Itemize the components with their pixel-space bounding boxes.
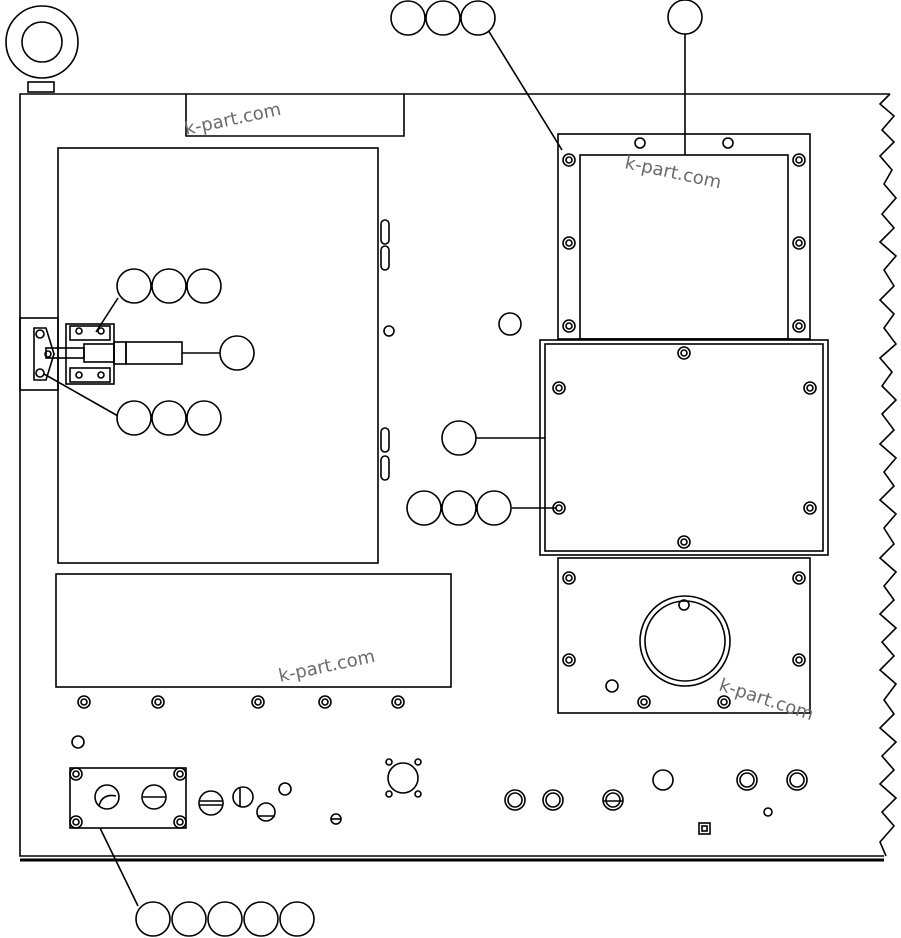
bolt	[173, 815, 187, 829]
watermark-1: k-part.com	[183, 99, 283, 140]
bolt	[803, 381, 817, 395]
bolt	[318, 695, 332, 709]
door	[19, 147, 395, 564]
center-right-cover	[539, 339, 829, 556]
bolt	[637, 695, 651, 709]
callout-balloon-center-cover-bolts	[441, 490, 477, 526]
bolt	[717, 695, 731, 709]
lower-right-plate	[557, 557, 811, 714]
callout-balloon-center-cover-bolts	[406, 490, 442, 526]
bolt	[391, 695, 405, 709]
callout-balloon-door-left-lower	[116, 400, 152, 436]
bolt	[795, 239, 803, 247]
bolt	[803, 501, 817, 515]
bolt	[555, 504, 563, 512]
lower-left-panel	[55, 573, 452, 688]
bolts	[69, 153, 817, 829]
bolt	[792, 153, 806, 167]
callout-balloon-center-cover-bolts	[476, 490, 512, 526]
bolt	[792, 236, 806, 250]
bolt	[80, 698, 88, 706]
upper-right-cover	[557, 133, 811, 340]
bolt	[680, 538, 688, 546]
bolt	[795, 656, 803, 664]
bolt	[562, 236, 576, 250]
bolt	[795, 322, 803, 330]
bolt	[72, 770, 80, 778]
connector-plate	[69, 767, 187, 829]
callout-balloon-bottom-plate	[279, 901, 315, 937]
leader-lines	[43, 29, 686, 907]
bolt	[565, 656, 573, 664]
bolt	[77, 695, 91, 709]
bolt	[677, 535, 691, 549]
main-panel	[19, 93, 898, 862]
bolt	[795, 156, 803, 164]
callout-balloon-top-cover	[667, 0, 703, 35]
bolt	[640, 698, 648, 706]
watermark-3: k-part.com	[277, 646, 377, 687]
bolt	[792, 653, 806, 667]
bolt	[562, 571, 576, 585]
bolt	[562, 153, 576, 167]
callout-balloon-bottom-plate	[135, 901, 171, 937]
bolt	[251, 695, 265, 709]
callout-balloon-top-cover-bolts	[460, 0, 496, 36]
bolt	[562, 653, 576, 667]
bolt	[565, 239, 573, 247]
bolt	[321, 698, 329, 706]
bolt	[154, 698, 162, 706]
callout-balloon-door-left-upper	[186, 268, 222, 304]
cable-glands	[71, 312, 808, 835]
top-strip	[185, 94, 405, 137]
callout-balloon-door-left-lower	[186, 400, 222, 436]
bolt	[555, 384, 563, 392]
callout-balloon-door-latch	[219, 335, 255, 371]
callout-balloon-center-cover	[441, 420, 477, 456]
bolt	[792, 571, 806, 585]
watermark-4: k-part.com	[716, 675, 816, 725]
bolt	[720, 698, 728, 706]
callout-balloon-bottom-plate	[243, 901, 279, 937]
break-line	[878, 93, 898, 857]
bolt	[69, 815, 83, 829]
callout-balloon-door-left-upper	[116, 268, 152, 304]
callout-balloon-bottom-plate	[207, 901, 243, 937]
bolt	[254, 698, 262, 706]
door-latch	[33, 323, 183, 385]
bolt	[72, 818, 80, 826]
bolt	[176, 770, 184, 778]
bolt	[680, 349, 688, 357]
callout-balloons	[116, 0, 703, 937]
bolt	[565, 322, 573, 330]
bolt	[565, 156, 573, 164]
bolt	[151, 695, 165, 709]
bolt	[562, 319, 576, 333]
bolt	[806, 504, 814, 512]
watermark-2: k-part.com	[623, 152, 723, 193]
bolt	[394, 698, 402, 706]
callout-balloon-top-cover-bolts	[425, 0, 461, 36]
bolt	[173, 767, 187, 781]
callout-balloon-door-left-upper	[151, 268, 187, 304]
bolt	[565, 574, 573, 582]
callout-balloon-top-cover-bolts	[390, 0, 426, 36]
bolt	[677, 346, 691, 360]
watermarks: k-part.com k-part.com k-part.com k-part.…	[183, 99, 816, 725]
callout-balloon-bottom-plate	[171, 901, 207, 937]
bolt	[792, 319, 806, 333]
bolt	[176, 818, 184, 826]
bolt	[795, 574, 803, 582]
bolt	[69, 767, 83, 781]
bolt	[806, 384, 814, 392]
callout-balloon-door-left-lower	[151, 400, 187, 436]
bolt	[552, 381, 566, 395]
lifting-eye	[5, 5, 79, 93]
